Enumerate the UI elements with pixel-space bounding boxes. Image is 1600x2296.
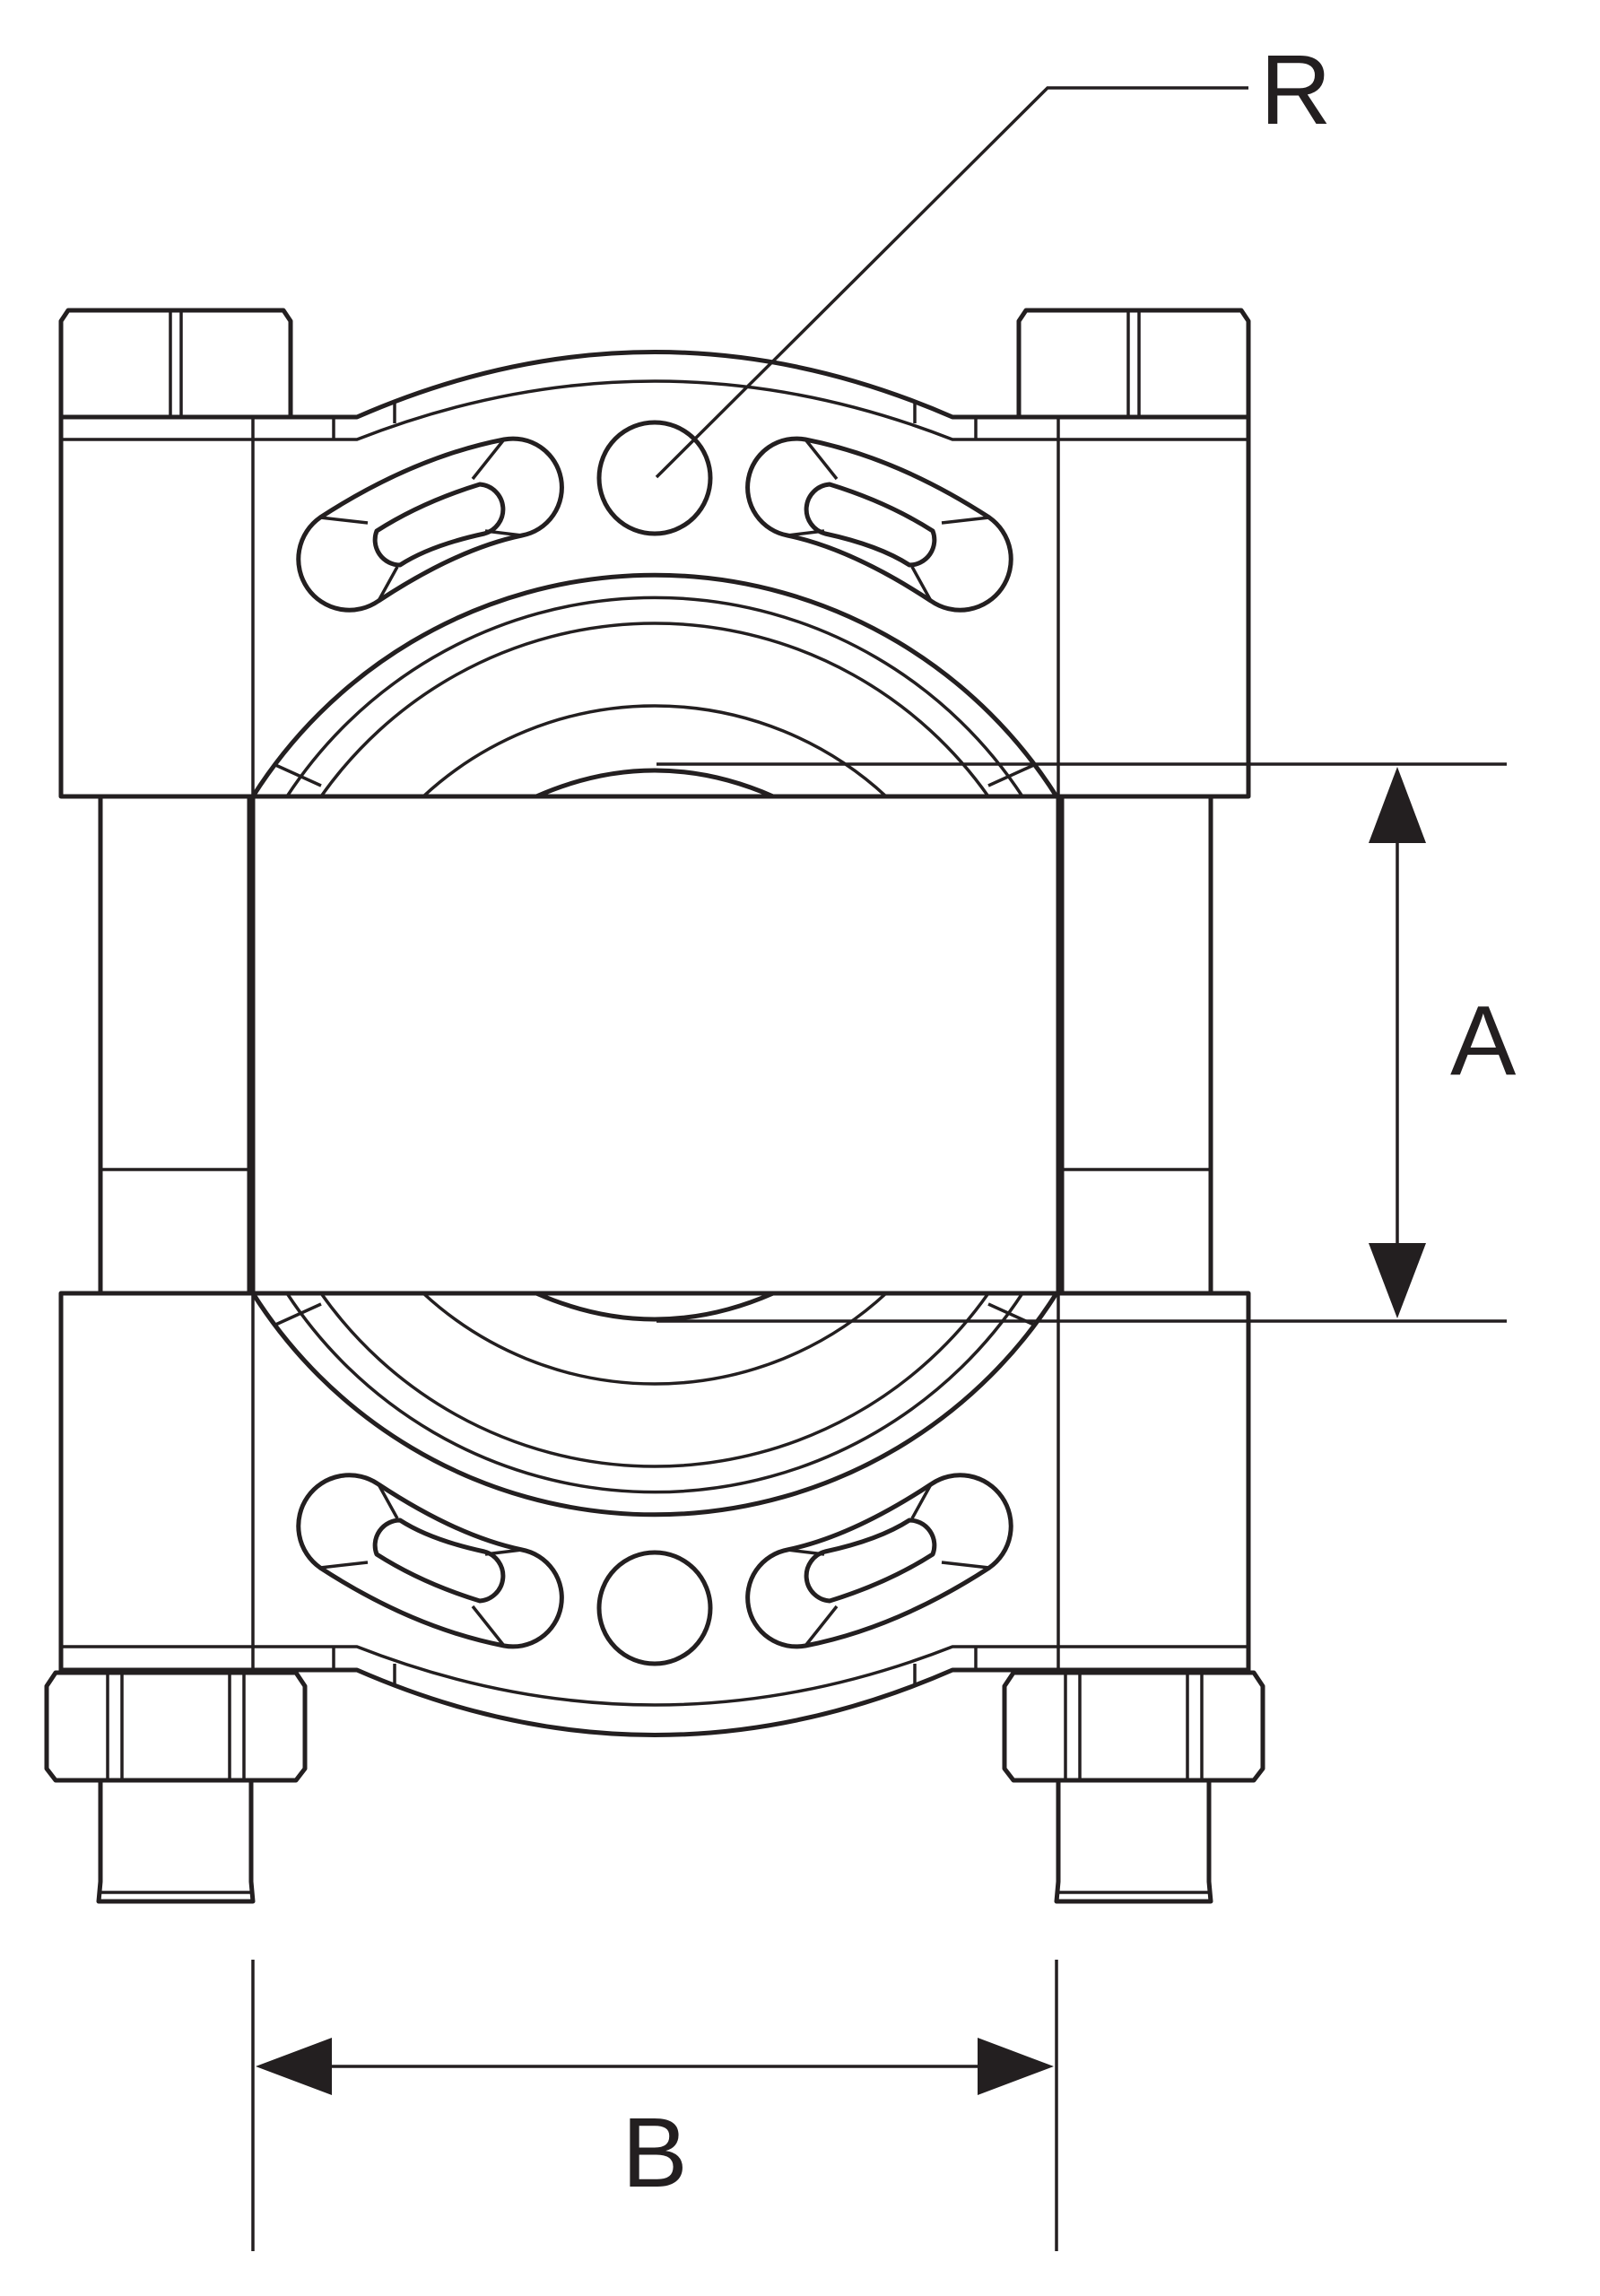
bottom-bore-arc-outer [250, 1291, 1059, 1518]
top-left-slot [296, 436, 564, 613]
bottom-bore-arc-small [422, 1292, 888, 1386]
top-bore-arc-small [422, 704, 888, 798]
top-right-slot [745, 436, 1013, 613]
bottom-bore-arc-mid [285, 1292, 1024, 1494]
right-rod [1059, 794, 1213, 1296]
bottom-right-slot [745, 1473, 1013, 1649]
label-r: R [1260, 35, 1331, 145]
top-left-bolt-head [58, 308, 293, 420]
top-knife-edge [250, 768, 1061, 799]
bottom-bore-arc-inner [319, 1292, 990, 1468]
top-half [58, 308, 1251, 799]
top-bore-arc-inner [319, 622, 990, 798]
side-rods [98, 794, 1213, 1296]
top-right-bolt-head [1016, 308, 1251, 420]
bottom-left-nut [44, 1670, 308, 1783]
bottom-center-hole [596, 1550, 713, 1666]
a-arrow-bottom [1369, 1243, 1426, 1318]
bottom-half [44, 1291, 1265, 1904]
b-arrow-left [256, 2038, 332, 2095]
bottom-left-rod-end [96, 1778, 256, 1904]
top-bore-arc-outer [250, 572, 1059, 799]
top-center-hole [596, 420, 713, 536]
top-plate-inner-rim [61, 379, 1248, 441]
dimension-r: R [655, 35, 1331, 479]
top-bore-arc-mid [285, 596, 1024, 797]
a-arrow-top [1369, 767, 1426, 843]
left-rod [98, 794, 252, 1296]
label-a: A [1450, 986, 1517, 1096]
bottom-right-rod-end [1054, 1778, 1213, 1904]
bottom-right-nut [1002, 1670, 1265, 1783]
label-b: B [622, 2098, 687, 2208]
dimension-b: B [251, 1960, 1058, 2251]
bottom-knife-edge [250, 1291, 1061, 1322]
r-leader-line [655, 86, 1248, 479]
bottom-plate-inner-rim [61, 1645, 1248, 1707]
dimension-a: A [657, 762, 1517, 1323]
b-arrow-right [978, 2038, 1054, 2095]
bottom-left-slot [296, 1473, 564, 1649]
